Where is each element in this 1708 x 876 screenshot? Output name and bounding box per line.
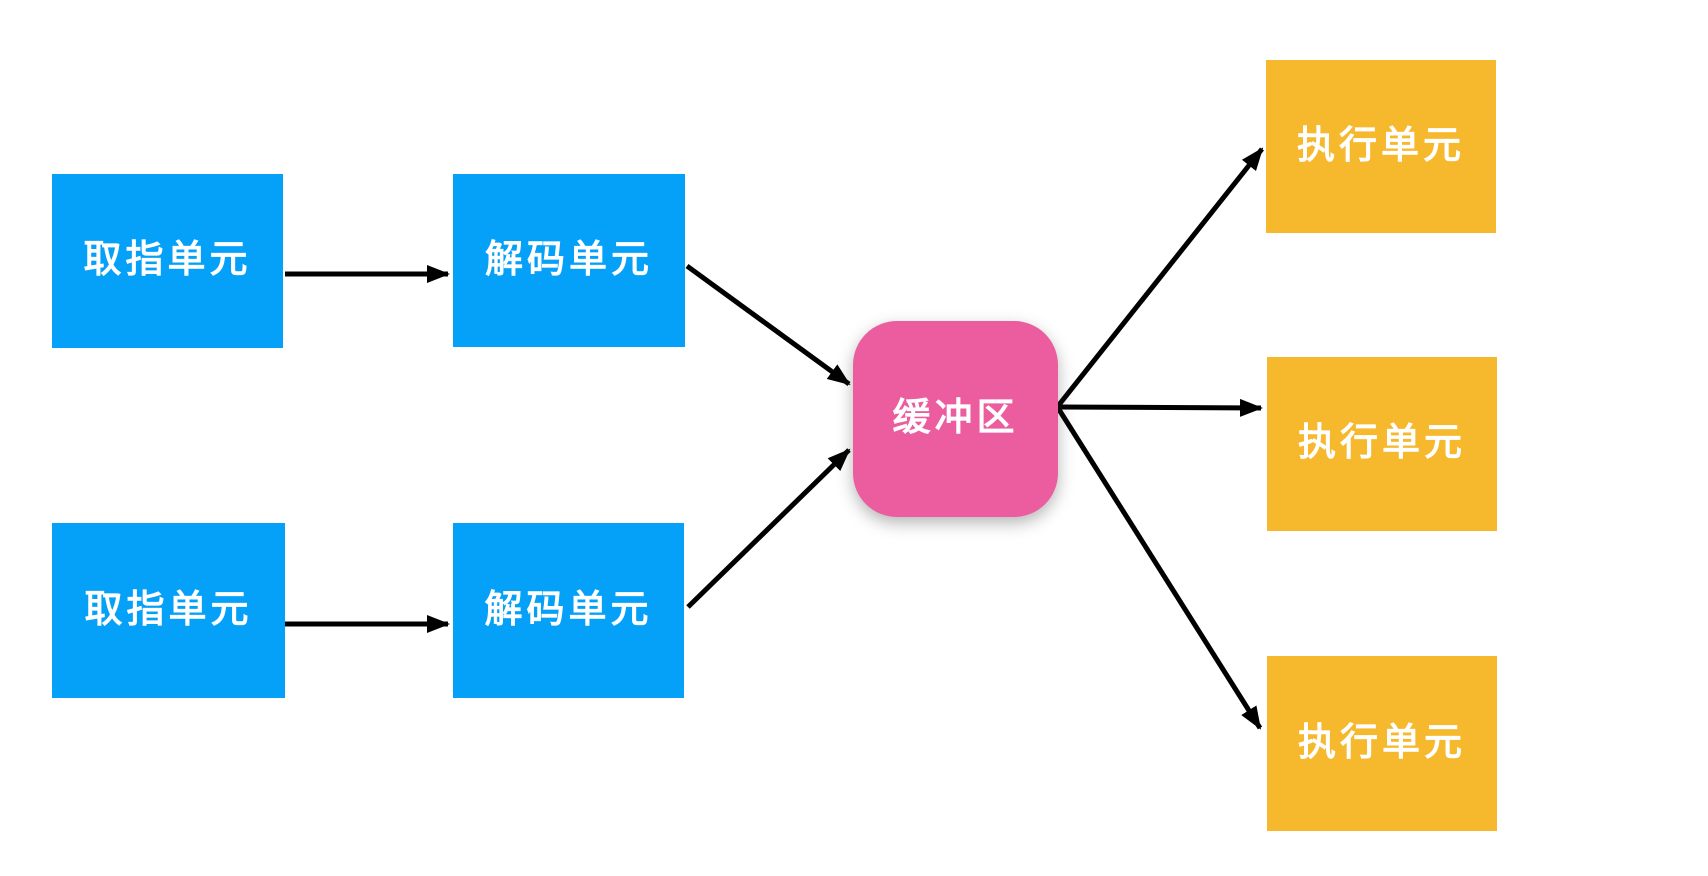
fetch-unit-2-node: 取指单元	[52, 523, 285, 698]
buffer-node: 缓冲区	[853, 321, 1058, 517]
fetch-unit-1-node: 取指单元	[52, 174, 283, 348]
exec-unit-3-label: 执行单元	[1297, 721, 1466, 764]
arrow-decode-unit-2-to-buffer	[686, 448, 851, 609]
arrow-buffer-to-exec-unit-3	[1055, 406, 1263, 730]
arrow-buffer-to-exec-unit-2	[1057, 398, 1263, 417]
decode-unit-2-label: 解码单元	[484, 588, 653, 631]
arrow-buffer-to-exec-unit-1	[1056, 147, 1264, 408]
fetch-unit-1-label: 取指单元	[83, 239, 252, 281]
exec-unit-2-node: 执行单元	[1267, 357, 1497, 531]
exec-unit-2-label: 执行单元	[1297, 422, 1466, 464]
buffer-label: 缓冲区	[892, 397, 1019, 439]
exec-unit-1-node: 执行单元	[1266, 60, 1496, 233]
decode-unit-1-node: 解码单元	[453, 174, 685, 347]
exec-unit-1-label: 执行单元	[1296, 124, 1465, 167]
arrow-decode-unit-1-to-buffer	[685, 263, 851, 387]
decode-unit-2-node: 解码单元	[453, 523, 684, 698]
decode-unit-1-label: 解码单元	[484, 238, 653, 281]
fetch-unit-2-label: 取指单元	[84, 588, 253, 631]
exec-unit-3-node: 执行单元	[1267, 656, 1497, 831]
